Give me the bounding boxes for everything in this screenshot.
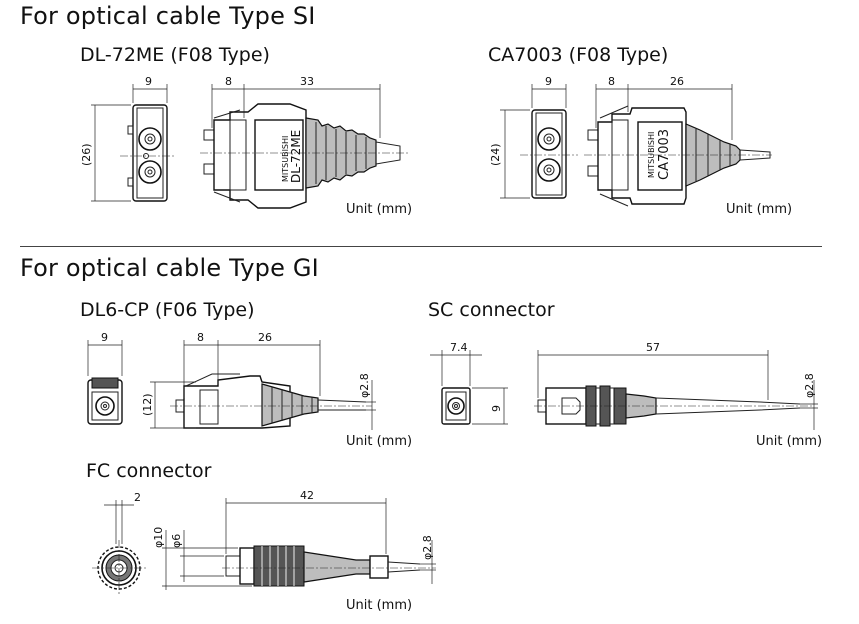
dim-dl6cp-ferrule: 8 <box>197 331 204 344</box>
fc-front-view <box>92 540 146 596</box>
connector-title-sc: SC connector <box>428 299 555 321</box>
section-title-gi: For optical cable Type GI <box>20 254 319 282</box>
dl72me-front-view <box>120 104 176 202</box>
dim-sc-front: 7.4 <box>450 341 468 354</box>
ca7003-front-view <box>520 109 578 199</box>
marking-ca7003-model: CA7003 <box>657 129 672 180</box>
dim-fc-cable: φ2.8 <box>421 535 434 560</box>
dim-sc-cable: φ2.8 <box>803 373 816 398</box>
dim-dl6cp-body: 26 <box>258 331 272 344</box>
section-divider <box>20 246 822 247</box>
dim-dl6cp-height: (12) <box>141 393 154 416</box>
dim-fc-outer: φ10 <box>152 527 165 548</box>
section-title-si: For optical cable Type SI <box>20 2 316 30</box>
unit-label-dl72me: Unit (mm) <box>346 202 413 217</box>
connector-title-ca7003: CA7003 (F08 Type) <box>488 44 669 66</box>
marking-dl72me-brand: MITSUBISHI <box>281 136 290 182</box>
dim-dl6cp-front: 9 <box>101 331 108 344</box>
dim-fc-length: 42 <box>300 489 314 502</box>
connector-title-fc: FC connector <box>86 460 212 482</box>
connector-title-dl6cp: DL6-CP (F06 Type) <box>80 299 255 321</box>
dim-dl72me-height: (26) <box>80 143 93 166</box>
dl6cp-side-view <box>170 373 372 429</box>
dim-ca7003-body: 26 <box>670 75 684 88</box>
dim-fc-inner: φ6 <box>170 534 183 548</box>
fc-side-view <box>222 545 436 587</box>
unit-label-sc: Unit (mm) <box>756 434 823 449</box>
dl6cp-front-view <box>87 377 123 425</box>
marking-ca7003-brand: MITSUBISHI <box>647 132 656 178</box>
dim-dl72me-ferrule: 8 <box>225 75 232 88</box>
dim-ca7003-front: 9 <box>545 75 552 88</box>
dim-dl72me-body: 33 <box>300 75 314 88</box>
sc-front-view <box>441 387 471 425</box>
dim-sc-height: 9 <box>490 405 503 412</box>
unit-label-fc: Unit (mm) <box>346 598 413 613</box>
dim-ca7003-ferrule: 8 <box>608 75 615 88</box>
ca7003-side-view <box>584 105 772 207</box>
unit-label-dl6cp: Unit (mm) <box>346 434 413 449</box>
dl72me-side-view <box>200 103 410 209</box>
dim-dl72me-front: 9 <box>145 75 152 88</box>
dim-sc-length: 57 <box>646 341 660 354</box>
marking-dl72me-model: DL-72ME <box>289 130 303 183</box>
dim-dl6cp-cable: φ2.8 <box>358 373 371 398</box>
sc-side-view <box>534 385 812 427</box>
unit-label-ca7003: Unit (mm) <box>726 202 793 217</box>
dim-fc-flange: 2 <box>134 491 141 504</box>
dim-ca7003-height: (24) <box>489 143 502 166</box>
connector-title-dl72me: DL-72ME (F08 Type) <box>80 44 270 66</box>
